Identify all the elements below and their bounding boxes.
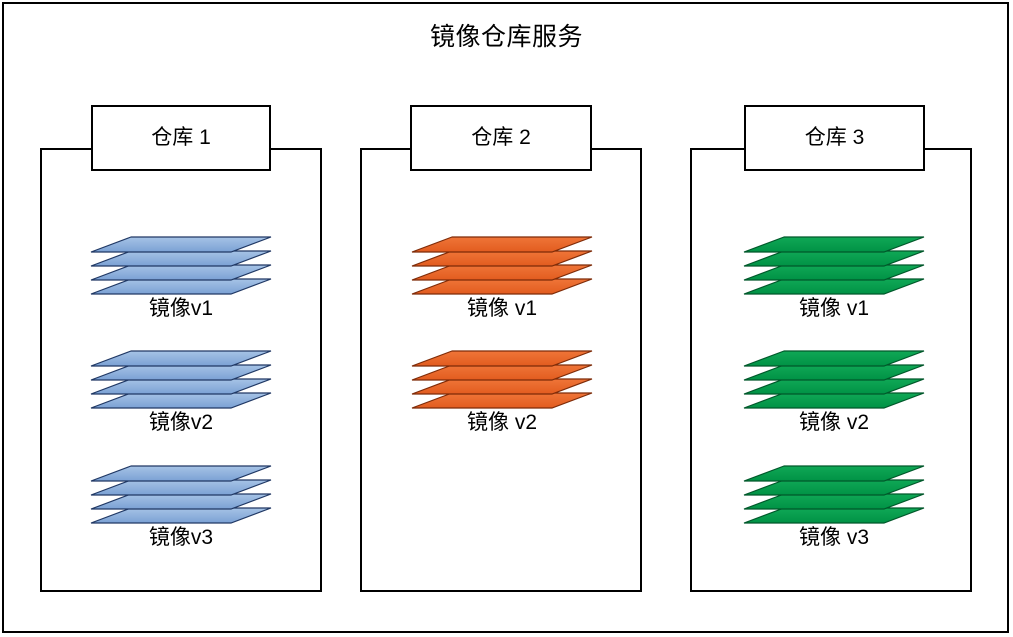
stack-layers-icon <box>411 350 593 409</box>
image-stack-group-3-3[interactable]: 镜像 v3 <box>743 465 925 549</box>
repository-header-1[interactable]: 仓库 1 <box>91 105 271 171</box>
image-stack-group-3-2[interactable]: 镜像 v2 <box>743 350 925 434</box>
repository-header-2[interactable]: 仓库 2 <box>410 105 592 171</box>
stack-layers-icon <box>743 350 925 409</box>
image-stack-group-3-1[interactable]: 镜像 v1 <box>743 236 925 320</box>
image-stack-1-1 <box>90 236 272 295</box>
stack-layers-icon <box>411 236 593 295</box>
repository-header-3[interactable]: 仓库 3 <box>744 105 925 171</box>
image-stack-group-2-1[interactable]: 镜像 v1 <box>411 236 593 320</box>
image-stack-group-1-1[interactable]: 镜像v1 <box>90 236 272 320</box>
image-stack-2-2 <box>411 350 593 409</box>
stack-layers-icon <box>90 236 272 295</box>
image-label-1-2: 镜像v2 <box>148 411 214 434</box>
image-stack-group-2-2[interactable]: 镜像 v2 <box>411 350 593 434</box>
stack-layers-icon <box>743 236 925 295</box>
image-stack-3-1 <box>743 236 925 295</box>
image-label-1-3: 镜像v3 <box>148 526 214 549</box>
image-stack-3-2 <box>743 350 925 409</box>
image-stack-group-1-2[interactable]: 镜像v2 <box>90 350 272 434</box>
image-label-3-1: 镜像 v1 <box>798 297 869 320</box>
image-label-2-2: 镜像 v2 <box>466 411 537 434</box>
image-stack-1-3 <box>90 465 272 524</box>
repository-header-label-1: 仓库 1 <box>151 126 211 149</box>
stack-layers-icon <box>90 350 272 409</box>
image-stack-2-1 <box>411 236 593 295</box>
image-stack-group-1-3[interactable]: 镜像v3 <box>90 465 272 549</box>
repository-header-label-3: 仓库 3 <box>804 126 865 149</box>
repository-header-label-2: 仓库 2 <box>471 126 531 149</box>
stack-layers-icon <box>90 465 272 524</box>
image-label-3-2: 镜像 v2 <box>798 411 869 434</box>
stack-layers-icon <box>743 465 925 524</box>
image-label-3-3: 镜像 v3 <box>798 526 869 549</box>
image-label-1-1: 镜像v1 <box>148 297 214 320</box>
image-label-2-1: 镜像 v1 <box>466 297 537 320</box>
page-title: 镜像仓库服务 <box>429 23 583 51</box>
image-stack-1-2 <box>90 350 272 409</box>
image-stack-3-3 <box>743 465 925 524</box>
